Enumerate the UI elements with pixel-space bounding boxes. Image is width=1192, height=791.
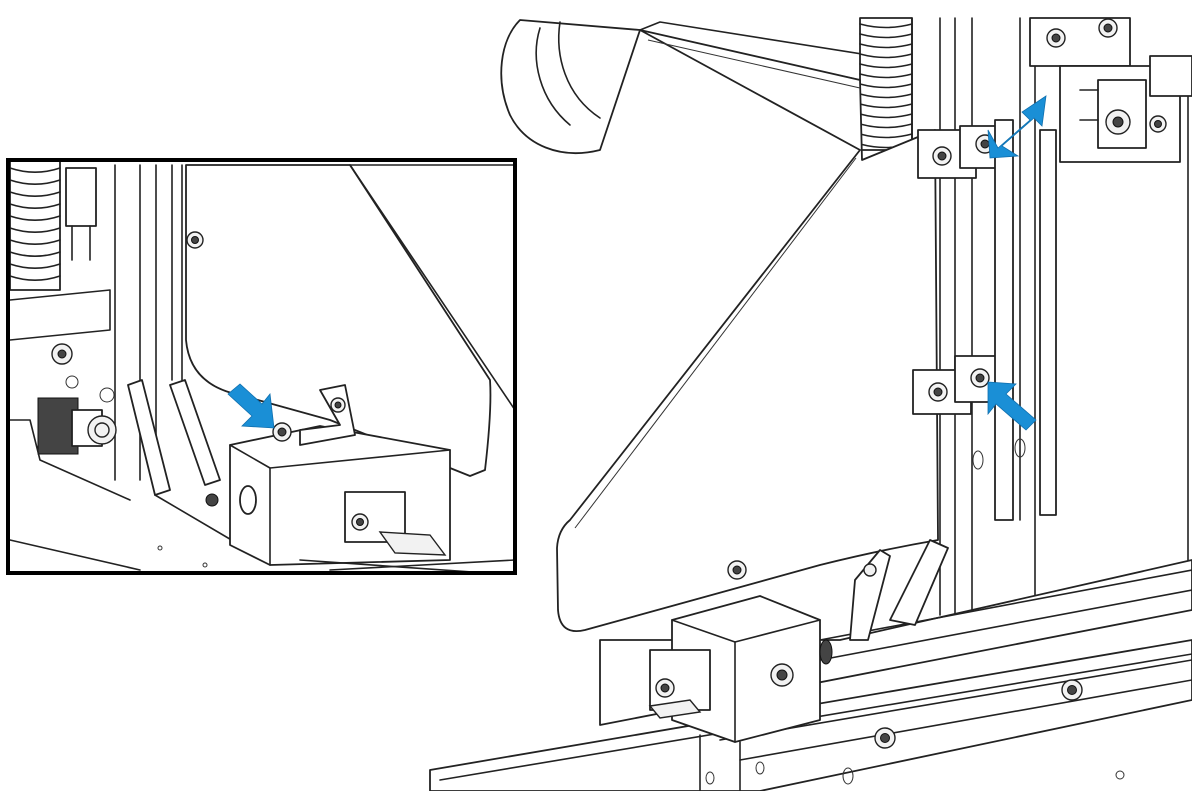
coil-ring	[859, 23, 913, 29]
coil-ring	[9, 263, 61, 269]
coil-ring	[859, 73, 913, 79]
coil-ring	[859, 43, 913, 49]
hose	[500, 19, 901, 154]
coil-ring	[9, 227, 61, 233]
coil-ring	[859, 103, 913, 109]
coil-ring	[9, 275, 61, 281]
top-clamp	[1029, 17, 1192, 163]
shield-plate	[556, 29, 939, 632]
lower-bracket	[912, 355, 998, 415]
coil-ring	[9, 179, 61, 185]
arrow-icon	[987, 381, 1037, 431]
coil-ring	[9, 215, 61, 221]
side-guides	[849, 539, 949, 641]
arrow-icon	[227, 383, 275, 429]
coil-ring	[859, 123, 913, 129]
coil-ring	[9, 251, 61, 257]
coil-ring	[859, 113, 913, 119]
coil-ring	[9, 191, 61, 197]
inset-detail	[6, 158, 517, 575]
coil-ring	[9, 203, 61, 209]
guide-rods	[972, 119, 1057, 521]
coil-ring	[859, 33, 913, 39]
coil-ring	[9, 167, 61, 173]
arrow-icon	[987, 95, 1047, 159]
coil-ring	[859, 83, 913, 89]
coil-ring	[859, 53, 913, 59]
vertical-frame	[911, 17, 1189, 621]
coil-ring	[859, 63, 913, 69]
inset-frame	[6, 158, 517, 575]
coil-ring	[859, 133, 913, 139]
main-view	[429, 17, 1192, 791]
coil-ring	[859, 93, 913, 99]
coil-spring	[859, 17, 913, 151]
carriage-block	[648, 595, 833, 743]
coil-ring	[9, 239, 61, 245]
